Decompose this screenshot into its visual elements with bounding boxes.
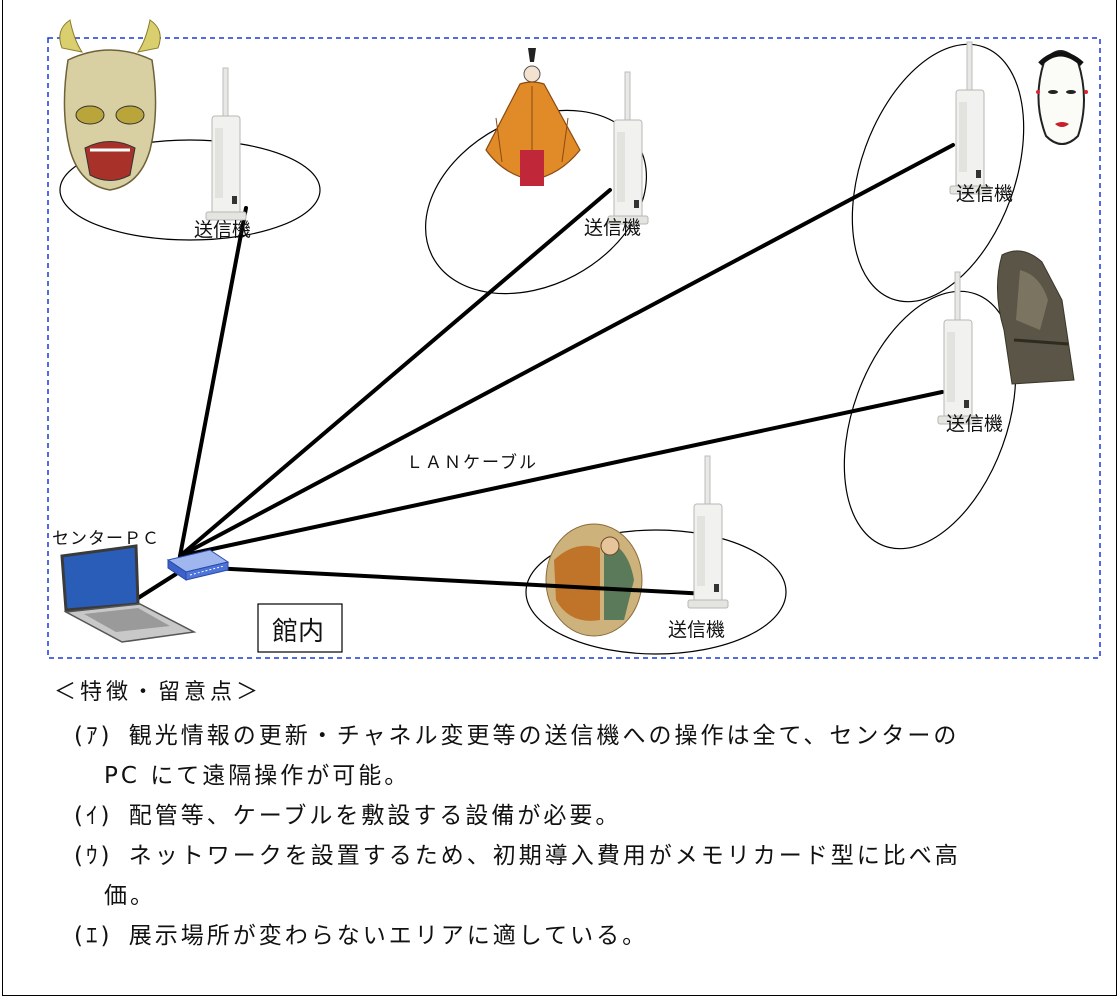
- note-text: 配管等、ケーブルを敷設する設備が必要。: [128, 803, 622, 829]
- coverage-area: [843, 290, 1017, 550]
- access-point-icon: [687, 455, 729, 609]
- note-mark: (ｱ): [74, 723, 113, 749]
- thinker-statue-icon: [996, 250, 1075, 385]
- heian-costume-icon: [485, 48, 581, 186]
- note-text: ネットワークを設置するため、初期導入費用がメモリカード型に比べ高: [128, 843, 961, 869]
- note-text: 展示場所が変わらないエリアに適している。: [128, 923, 649, 949]
- transmitter-label: 送信機: [668, 619, 725, 641]
- area-label: 館内: [272, 617, 324, 647]
- transmitter-label: 送信機: [946, 413, 1003, 435]
- note-mark: (ｲ): [74, 803, 113, 829]
- hannya-mask-icon: [59, 19, 161, 191]
- transmitter-label: 送信機: [956, 183, 1013, 205]
- note-continuation: 価。: [104, 883, 156, 909]
- access-point-icon: [949, 41, 991, 195]
- noh-mask-icon: [1036, 50, 1088, 145]
- center-pc-label: センターＰＣ: [52, 529, 160, 549]
- transmitter-label: 送信機: [584, 217, 641, 239]
- laptop-icon: [60, 544, 197, 643]
- access-point-icon: [937, 271, 979, 425]
- notes-heading: ＜特徴・留意点＞: [54, 680, 263, 705]
- lan-cable-label: ＬＡＮケーブル: [406, 452, 538, 473]
- note-text: 観光情報の更新・チャネル変更等の送信機への操作は全て、センターの: [128, 723, 960, 749]
- access-point-icon: [205, 67, 247, 221]
- note-item: (ｴ) 展示場所が変わらないエリアに適している。: [74, 916, 1104, 956]
- coverage-area: [851, 43, 1025, 303]
- painting-icon: [545, 523, 643, 637]
- note-item: (ｲ) 配管等、ケーブルを敷設する設備が必要。: [74, 796, 1104, 836]
- access-point-icon: [607, 71, 649, 225]
- transmitter-label: 送信機: [194, 219, 251, 241]
- note-mark: (ｴ): [74, 923, 113, 949]
- network-diagram: 送信機 送信機 送信機 送信機 送信機 センターＰＣ ＬＡＮケーブル 館内: [47, 19, 1101, 659]
- note-mark: (ｳ): [74, 843, 113, 869]
- building-boundary: [47, 37, 1101, 659]
- notes-section: ＜特徴・留意点＞ (ｱ) 観光情報の更新・チャネル変更等の送信機への操作は全て、…: [54, 676, 1104, 956]
- lan-cables: [133, 143, 955, 602]
- note-item: (ｱ) 観光情報の更新・チャネル変更等の送信機への操作は全て、センターの PC …: [74, 716, 1104, 796]
- note-continuation: PC にて遠隔操作が可能。: [104, 763, 411, 789]
- coverage-area: [525, 529, 787, 655]
- network-hub-icon: [166, 549, 230, 581]
- note-item: (ｳ) ネットワークを設置するため、初期導入費用がメモリカード型に比べ高 価。: [74, 836, 1104, 916]
- coverage-area: [59, 139, 321, 241]
- area-label-box: [257, 603, 343, 653]
